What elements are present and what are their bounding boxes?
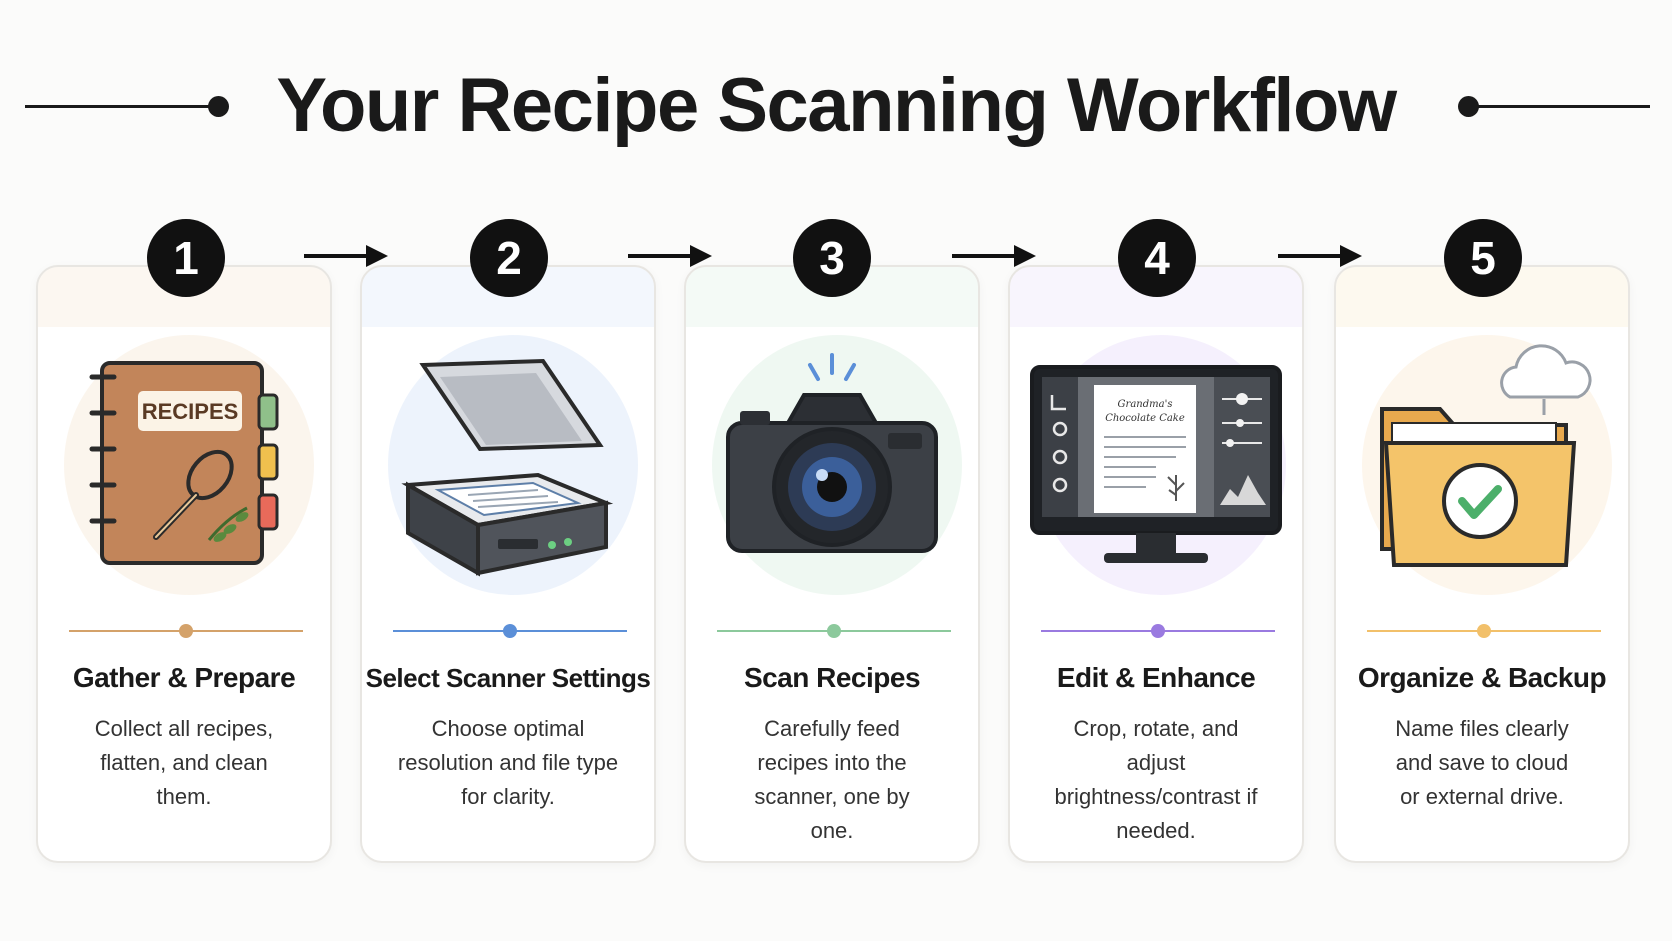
book-cover-label: RECIPES (142, 399, 239, 424)
step-title: Organize & Backup (1357, 662, 1607, 693)
step-illustration: Grandma's Chocolate Cake (1016, 325, 1296, 615)
recipe-book-icon: RECIPES (89, 361, 279, 565)
title-rule-left (25, 105, 218, 108)
step-description: Carefully feed recipes into the scanner,… (754, 716, 910, 843)
step-title: Select Scanner Settings (365, 663, 651, 693)
arrow-right-icon (952, 245, 1036, 267)
step-divider-dot (503, 624, 517, 638)
arrow-right-icon (628, 245, 712, 267)
step-card-4 (1008, 265, 1304, 863)
title-dot-left (208, 96, 229, 117)
step-number-badge: 3 (793, 219, 871, 297)
title-rule-right (1470, 105, 1650, 108)
step-number-badge: 2 (470, 219, 548, 297)
document-title-line1: Grandma's (1118, 399, 1173, 410)
flatbed-scanner-icon (401, 358, 614, 577)
step-illustration: RECIPES (44, 325, 324, 615)
page-title: Your Recipe Scanning Workflow (276, 63, 1397, 148)
camera-icon (726, 353, 938, 553)
step-number-badge: 4 (1118, 219, 1196, 297)
arrow-right-icon (304, 245, 388, 267)
step-divider-dot (1151, 624, 1165, 638)
step-divider-dot (179, 624, 193, 638)
step-illustration (368, 325, 648, 615)
step-illustration (692, 325, 972, 615)
step-title: Gather & Prepare (72, 662, 296, 693)
step-number-badge: 5 (1444, 219, 1522, 297)
step-description: Name files clearly and save to cloud or … (1395, 716, 1569, 809)
step-title: Edit & Enhance (1056, 662, 1256, 693)
arrow-right-icon (1278, 245, 1362, 267)
title-dot-right (1458, 96, 1479, 117)
step-number-badge: 1 (147, 219, 225, 297)
monitor-editor-icon: Grandma's Chocolate Cake (1030, 365, 1282, 563)
step-description: Choose optimal resolution and file type … (397, 716, 619, 809)
step-title: Scan Recipes (743, 662, 921, 693)
folder-cloud-check-icon (1380, 344, 1592, 567)
title-row: Your Recipe Scanning Workflow (0, 0, 1672, 210)
document-title-line2: Chocolate Cake (1105, 413, 1185, 424)
step-description: Collect all recipes, flatten, and clean … (94, 716, 274, 809)
step-divider-dot (827, 624, 841, 638)
step-description: Crop, rotate, and adjust brightness/cont… (1054, 716, 1258, 843)
step-divider-dot (1477, 624, 1491, 638)
step-illustration (1342, 325, 1622, 615)
